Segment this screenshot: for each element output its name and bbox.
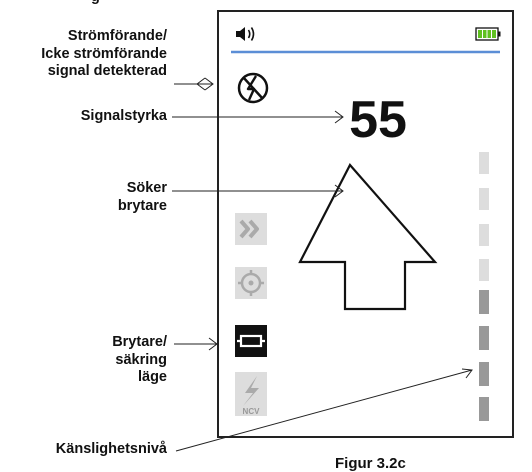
- battery-icon: [475, 27, 501, 41]
- sensitivity-segment: [479, 259, 489, 281]
- fuse-icon[interactable]: [235, 325, 267, 357]
- live-signal-callout: Strömförande/ Icke strömförande signal d…: [41, 28, 167, 81]
- leader-lines: [172, 77, 473, 452]
- live-signal-callout-line3: signal detekterad: [47, 63, 167, 79]
- sensitivity-leader: [175, 368, 473, 452]
- sensitivity-segment: [479, 188, 489, 210]
- crosshair-icon[interactable]: [235, 267, 267, 299]
- figure-top-fragment: g: [91, 0, 100, 7]
- figure-caption: Figur 3.2c: [335, 455, 406, 472]
- ncv-lightning-icon[interactable]: NCV: [235, 372, 267, 416]
- signal-strength-value: 55: [349, 91, 407, 149]
- direction-arrow-icon: [298, 163, 438, 311]
- sensitivity-segment: [479, 362, 489, 386]
- ncv-label: NCV: [243, 407, 261, 416]
- no-live-signal-icon: [237, 72, 269, 104]
- live-signal-arrow: [174, 77, 214, 91]
- searching-breaker-callout: Söker brytare: [118, 180, 167, 215]
- live-signal-callout-line2: Icke strömförande: [41, 45, 167, 62]
- signal-strength-leader: [172, 110, 344, 124]
- sensitivity-segment: [479, 152, 489, 174]
- sensitivity-callout: Känslighetsnivå: [55, 441, 167, 457]
- sensitivity-segment: [479, 290, 489, 314]
- searching-breaker-callout-line1: Söker: [126, 180, 167, 196]
- breaker-mode-leader: [174, 337, 218, 351]
- breaker-mode-callout-line2: säkring: [115, 351, 167, 368]
- breaker-mode-callout-line3: läge: [137, 369, 167, 385]
- searching-breaker-leader: [172, 184, 344, 198]
- chevrons-right-icon[interactable]: [235, 213, 267, 245]
- signal-strength-callout: Signalstyrka: [80, 108, 167, 124]
- searching-breaker-callout-line2: brytare: [117, 197, 167, 214]
- breaker-mode-callout-line1: Brytare/: [112, 334, 167, 350]
- sensitivity-segment: [479, 326, 489, 350]
- speaker-icon: [236, 27, 255, 41]
- sensitivity-segment: [479, 224, 489, 246]
- live-signal-callout-line1: Strömförande/: [67, 28, 167, 44]
- sensitivity-segment: [479, 397, 489, 421]
- breaker-mode-callout: Brytare/ säkring läge: [112, 334, 167, 387]
